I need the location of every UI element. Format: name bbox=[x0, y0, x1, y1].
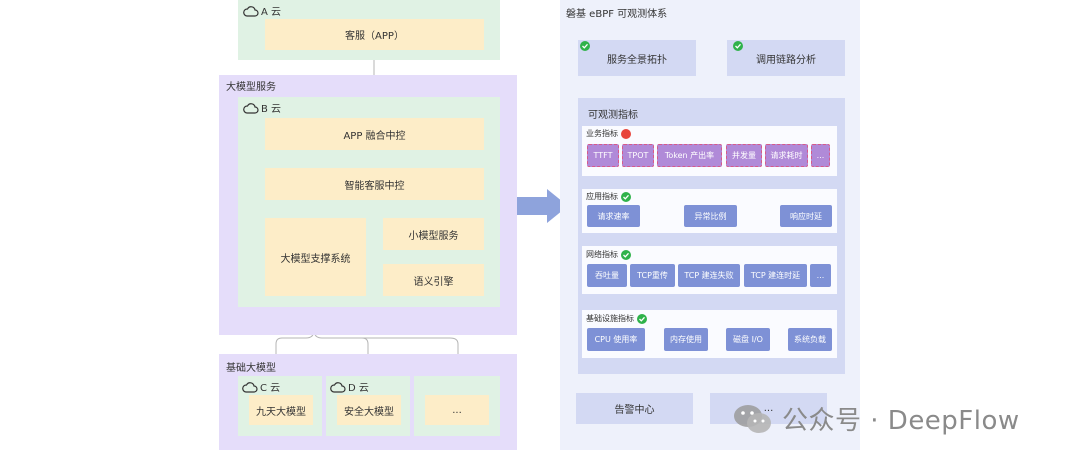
check-icon bbox=[580, 41, 590, 51]
call-chain-box: 调用链路分析 bbox=[727, 40, 845, 76]
security-model-box: 安全大模型 bbox=[337, 395, 401, 425]
watermark-text: 公众号 · DeepFlow bbox=[782, 406, 1020, 436]
chip-response-latency: 响应时延 bbox=[780, 205, 832, 227]
alert-status-icon bbox=[621, 128, 631, 139]
check-icon bbox=[637, 313, 647, 324]
base-models-title: 基础大模型 bbox=[226, 363, 276, 374]
cloud-icon bbox=[330, 381, 346, 393]
observability-title: 磐基 eBPF 可观测体系 bbox=[566, 9, 668, 20]
cloud-icon bbox=[242, 381, 258, 393]
cloud-d-label: D 云 bbox=[330, 379, 369, 394]
chip-error-ratio: 异常比例 bbox=[684, 205, 737, 227]
cloud-c-text: C 云 bbox=[260, 383, 281, 394]
more-models-box: ... bbox=[425, 395, 489, 425]
chip-cpu-usage: CPU 使用率 bbox=[587, 328, 645, 351]
cloud-icon bbox=[243, 5, 259, 17]
alert-center-label: 告警中心 bbox=[614, 405, 655, 416]
smart-cs-box: 智能客服中控 bbox=[265, 168, 484, 200]
check-icon bbox=[621, 191, 631, 202]
chip-concurrency: 并发量 bbox=[726, 144, 762, 167]
chip-request-latency: 请求耗时 bbox=[765, 144, 808, 167]
support-system-box: 大模型支撑系统 bbox=[265, 218, 366, 296]
cloud-c-label: C 云 bbox=[242, 379, 280, 394]
chip-system-load: 系统负载 bbox=[788, 328, 832, 351]
semantic-engine-box: 语义引擎 bbox=[383, 264, 484, 296]
chip-request-rate: 请求速率 bbox=[587, 205, 640, 227]
cloud-a-text: A 云 bbox=[261, 7, 282, 18]
network-metrics-title: 网络指标 bbox=[586, 249, 631, 260]
chip-token-rate: Token 产出率 bbox=[657, 144, 722, 167]
application-metrics-title: 应用指标 bbox=[586, 191, 631, 202]
service-topology-label: 服务全景拓扑 bbox=[607, 54, 667, 66]
cloud-b-text: B 云 bbox=[261, 104, 282, 115]
check-icon bbox=[733, 41, 743, 51]
cloud-a-label: A 云 bbox=[243, 3, 281, 18]
infra-metrics-label: 基础设施指标 bbox=[586, 314, 634, 323]
app-fusion-box: APP 融合中控 bbox=[265, 118, 484, 150]
business-metrics-title: 业务指标 bbox=[586, 128, 631, 139]
chip-tpot: TPOT bbox=[622, 144, 654, 167]
chip-tcp-conn-latency: TCP 建连时延 bbox=[744, 264, 807, 287]
business-metrics-label: 业务指标 bbox=[586, 129, 618, 138]
metrics-title: 可观测指标 bbox=[588, 110, 638, 121]
small-model-box: 小模型服务 bbox=[383, 218, 484, 250]
wechat-icon bbox=[734, 404, 771, 433]
alert-center-box: 告警中心 bbox=[576, 393, 693, 424]
jiutian-model-box: 九天大模型 bbox=[249, 395, 313, 425]
application-metrics-label: 应用指标 bbox=[586, 192, 618, 201]
chip-tcp-retrans: TCP重传 bbox=[630, 264, 675, 287]
more-label: ... bbox=[763, 403, 774, 414]
infra-metrics-title: 基础设施指标 bbox=[586, 313, 647, 324]
cloud-d-text: D 云 bbox=[348, 383, 369, 394]
chip-memory-usage: 内存使用 bbox=[664, 328, 708, 351]
chip-disk-io: 磁盘 I/O bbox=[726, 328, 770, 351]
chip-throughput: 吞吐量 bbox=[587, 264, 627, 287]
service-topology-box: 服务全景拓扑 bbox=[578, 40, 696, 76]
chip-more: ... bbox=[810, 264, 831, 287]
customer-service-app-box: 客服（APP） bbox=[265, 19, 484, 50]
call-chain-label: 调用链路分析 bbox=[756, 54, 816, 66]
chip-ttft: TTFT bbox=[587, 144, 619, 167]
cloud-icon bbox=[243, 102, 259, 114]
chip-tcp-conn-fail: TCP 建连失败 bbox=[678, 264, 740, 287]
network-metrics-label: 网络指标 bbox=[586, 250, 618, 259]
watermark: 公众号 · DeepFlow bbox=[732, 400, 1020, 437]
check-icon bbox=[621, 249, 631, 260]
chip-more: ... bbox=[811, 144, 830, 167]
llm-service-title: 大模型服务 bbox=[226, 82, 276, 93]
cloud-b-label: B 云 bbox=[243, 100, 281, 115]
